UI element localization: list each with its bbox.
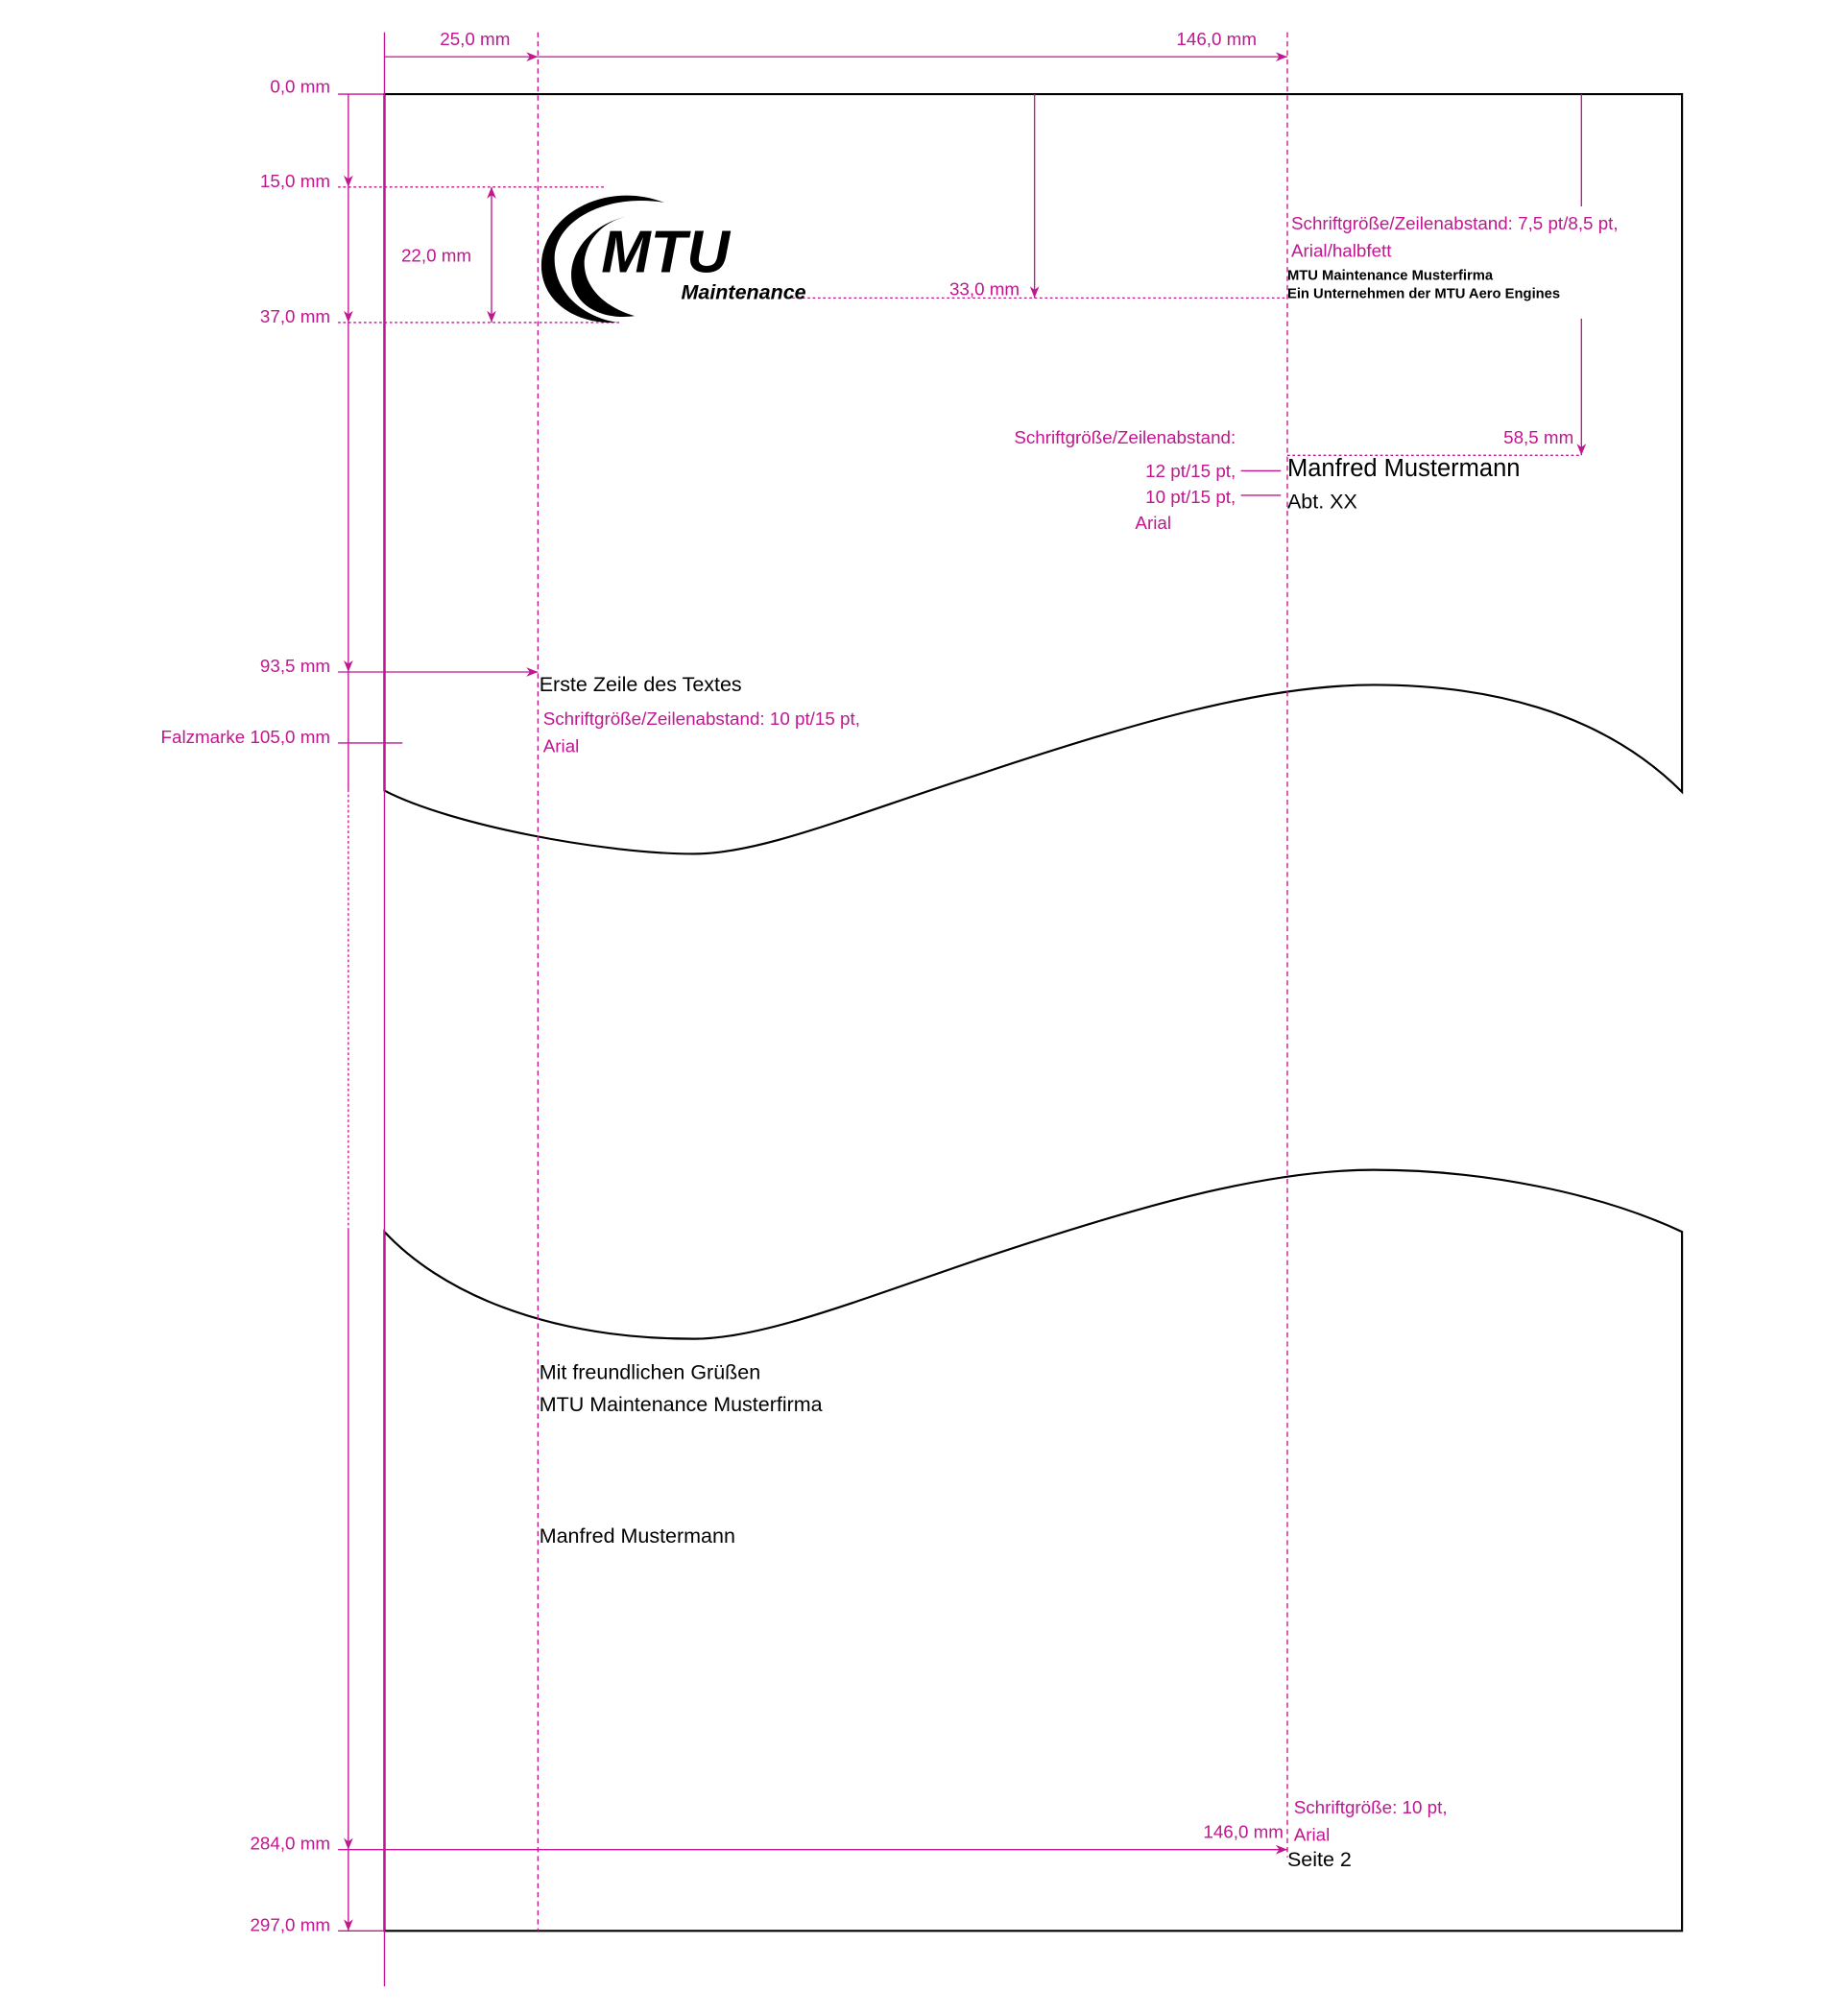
sender-line1: MTU Maintenance Musterfirma (1287, 269, 1494, 284)
body-spec-line2: Arial (543, 735, 580, 756)
label-0mm: 0,0 mm (270, 77, 330, 97)
page-top-section (383, 93, 1684, 855)
address-spec-title: Schriftgröße/Zeilenabstand: (1014, 427, 1236, 447)
label-146mm-footer: 146,0 mm (1203, 1822, 1284, 1842)
label-25mm: 25,0 mm (440, 29, 510, 49)
label-297mm: 297,0 mm (250, 1914, 330, 1934)
logo-subline: Maintenance (682, 281, 806, 304)
label-284mm: 284,0 mm (250, 1834, 330, 1854)
label-33mm: 33,0 mm (949, 279, 1020, 300)
label-58mm: 58,5 mm (1503, 427, 1573, 447)
address-spec-name: 12 pt/15 pt, (1145, 461, 1236, 481)
address-spec-dept: 10 pt/15 pt, (1145, 487, 1236, 507)
sender-spec-line1: Schriftgröße/Zeilenabstand: 7,5 pt/8,5 p… (1291, 213, 1619, 233)
logo-wordmark: MTU (601, 219, 731, 285)
closing-signatory: Manfred Mustermann (540, 1524, 735, 1548)
address-name: Manfred Mustermann (1287, 455, 1521, 482)
mtu-logo: MTU Maintenance (540, 195, 806, 324)
label-146mm: 146,0 mm (1176, 29, 1257, 49)
body-spec-line1: Schriftgröße/Zeilenabstand: 10 pt/15 pt, (543, 708, 860, 729)
closing-company: MTU Maintenance Musterfirma (540, 1393, 823, 1416)
page-bottom-section (383, 1168, 1684, 1932)
sender-spec-line2: Arial/halbfett (1291, 240, 1392, 260)
address-dept: Abt. XX (1287, 490, 1357, 513)
label-93mm: 93,5 mm (260, 656, 330, 676)
body-first-line: Erste Zeile des Textes (540, 673, 742, 696)
closing-greeting: Mit freundlichen Grüßen (540, 1360, 760, 1383)
label-15mm: 15,0 mm (260, 171, 330, 191)
sender-line2: Ein Unternehmen der MTU Aero Engines (1287, 286, 1560, 301)
label-37mm: 37,0 mm (260, 306, 330, 326)
footer-spec-line1: Schriftgröße: 10 pt, (1294, 1797, 1448, 1817)
address-spec-font: Arial (1135, 513, 1171, 533)
label-22mm: 22,0 mm (401, 246, 471, 266)
label-fold-mark: Falzmarke 105,0 mm (161, 727, 331, 747)
footer-spec-line2: Arial (1294, 1824, 1331, 1844)
page-number: Seite 2 (1287, 1848, 1352, 1871)
